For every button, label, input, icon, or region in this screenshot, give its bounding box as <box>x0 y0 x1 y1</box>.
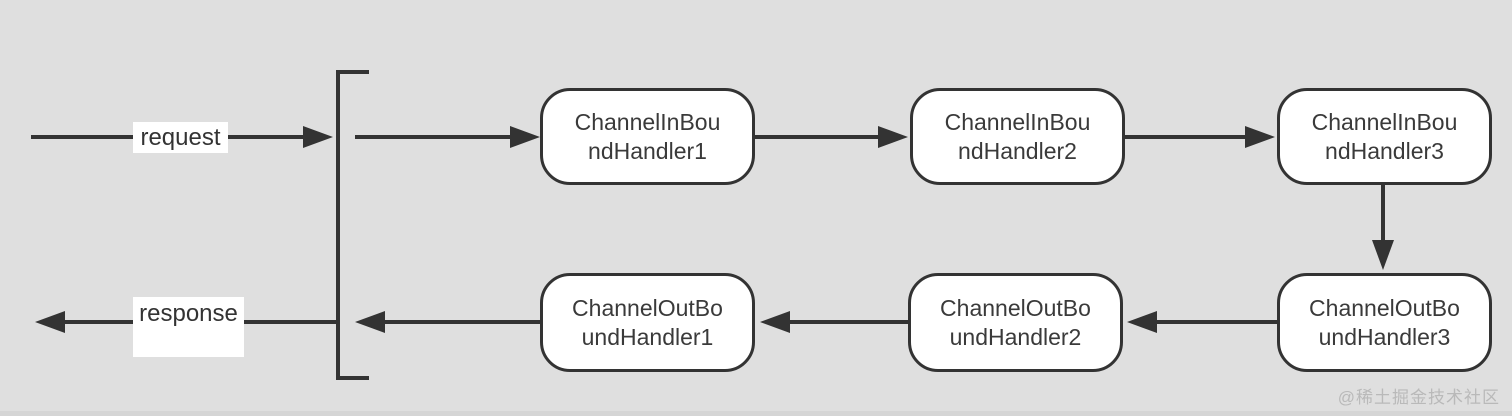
response-arrowhead-icon <box>35 311 65 333</box>
arrow-outbound2-to-outbound1-head-icon <box>760 311 790 333</box>
arrow-inbound1-to-inbound2-head-icon <box>878 126 908 148</box>
node-label-line1: ChannelInBou <box>944 108 1091 135</box>
pipeline-bracket-top-tick <box>336 70 369 74</box>
node-label-line1: ChannelOutBo <box>940 294 1091 321</box>
arrow-inbound3-to-outbound3-line <box>1381 185 1385 243</box>
arrow-bracket-to-inbound1-line <box>355 135 512 139</box>
node-label-line2: undHandler1 <box>581 323 714 350</box>
request-label: request <box>133 122 228 153</box>
arrow-outbound2-to-outbound1-line <box>790 320 908 324</box>
arrow-outbound1-to-bracket-line <box>385 320 540 324</box>
node-label-line2: undHandler3 <box>1318 323 1451 350</box>
arrow-outbound1-to-bracket-head-icon <box>355 311 385 333</box>
arrow-inbound1-to-inbound2-line <box>755 135 880 139</box>
node-label-line1: ChannelOutBo <box>1309 294 1460 321</box>
arrow-inbound3-to-outbound3-head-icon <box>1372 240 1394 270</box>
node-label-line1: ChannelInBou <box>574 108 721 135</box>
node-channel-inbound-handler-3: ChannelInBou ndHandler3 <box>1277 88 1492 185</box>
node-channel-outbound-handler-3: ChannelOutBo undHandler3 <box>1277 273 1492 372</box>
request-arrowhead-icon <box>303 126 333 148</box>
node-label-line2: ndHandler1 <box>588 137 707 164</box>
watermark: @稀土掘金技术社区 <box>1337 388 1500 407</box>
bottom-edge-shade <box>0 411 1512 416</box>
pipeline-bracket-bottom-tick <box>336 376 369 380</box>
response-label: response <box>133 297 244 357</box>
arrow-inbound2-to-inbound3-head-icon <box>1245 126 1275 148</box>
node-label-line1: ChannelInBou <box>1311 108 1458 135</box>
node-label-line2: undHandler2 <box>949 323 1082 350</box>
node-label-line2: ndHandler3 <box>1325 137 1444 164</box>
node-label-line2: ndHandler2 <box>958 137 1077 164</box>
node-channel-inbound-handler-1: ChannelInBou ndHandler1 <box>540 88 755 185</box>
arrow-inbound2-to-inbound3-line <box>1123 135 1247 139</box>
arrow-outbound3-to-outbound2-head-icon <box>1127 311 1157 333</box>
arrow-outbound3-to-outbound2-line <box>1157 320 1277 324</box>
arrow-bracket-to-inbound1-head-icon <box>510 126 540 148</box>
node-channel-outbound-handler-1: ChannelOutBo undHandler1 <box>540 273 755 372</box>
node-label-line1: ChannelOutBo <box>572 294 723 321</box>
node-channel-outbound-handler-2: ChannelOutBo undHandler2 <box>908 273 1123 372</box>
node-channel-inbound-handler-2: ChannelInBou ndHandler2 <box>910 88 1125 185</box>
pipeline-bracket-vertical <box>336 70 340 380</box>
